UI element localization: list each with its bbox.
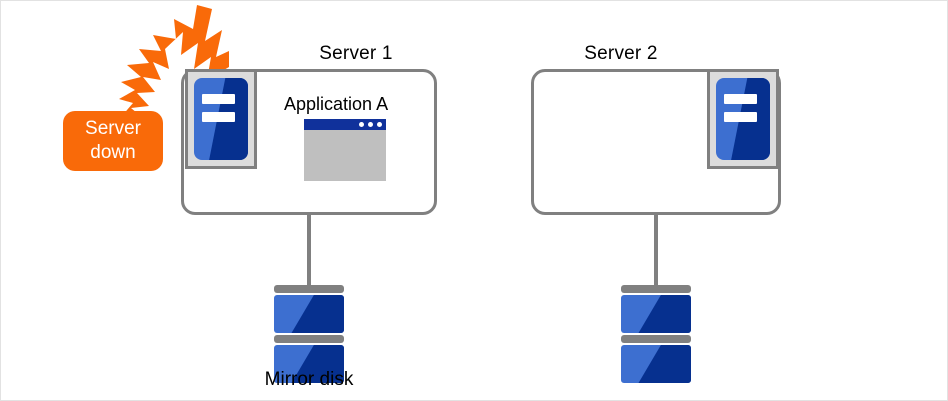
server-2-disk-cap-top — [621, 285, 691, 293]
mirror-disk-icon — [274, 285, 344, 385]
mirror-disk-label: Mirror disk — [264, 369, 354, 390]
server-2-tower-body — [716, 78, 770, 160]
server-2-disk-connector — [654, 215, 658, 287]
server-1-tower-body — [194, 78, 248, 160]
server-1-caption: Server 1 — [319, 43, 393, 64]
application-window-titlebar — [304, 119, 386, 130]
status-badge-line1: Server — [85, 118, 141, 139]
mirror-disk-platter-2 — [274, 345, 344, 383]
application-window-dot-1 — [359, 122, 364, 127]
server-2-disk-cap-middle — [621, 335, 691, 343]
mirror-disk-cap-top — [274, 285, 344, 293]
application-window-dot-3 — [377, 122, 382, 127]
server-2-caption: Server 2 — [584, 43, 658, 64]
server-2-tower-icon — [707, 69, 779, 169]
application-window-icon — [304, 119, 386, 181]
server-1-disk-connector — [307, 215, 311, 287]
application-a-label: Application A — [284, 94, 389, 114]
server-2-tower-slot-2 — [723, 111, 758, 123]
server-2-disk-platter-2-shade — [638, 345, 691, 383]
mirror-disk-platter-1 — [274, 295, 344, 333]
server-1-tower-slot-2 — [201, 111, 236, 123]
server-2-disk-platter-1 — [621, 295, 691, 333]
status-badge-line2: down — [90, 142, 136, 163]
server-2-disk-platter-1-shade — [638, 295, 691, 333]
server-1-tower-slot-1 — [201, 93, 236, 105]
mirror-disk-platter-1-shade — [291, 295, 344, 333]
server-2-disk-icon — [621, 285, 691, 385]
server-2-tower-slot-1 — [723, 93, 758, 105]
status-badge-server-down: Server down — [63, 111, 163, 171]
application-window-body — [304, 130, 386, 181]
server-2-disk-platter-2 — [621, 345, 691, 383]
server-1-tower-icon — [185, 69, 257, 169]
application-window-dot-2 — [368, 122, 373, 127]
mirror-disk-cap-middle — [274, 335, 344, 343]
